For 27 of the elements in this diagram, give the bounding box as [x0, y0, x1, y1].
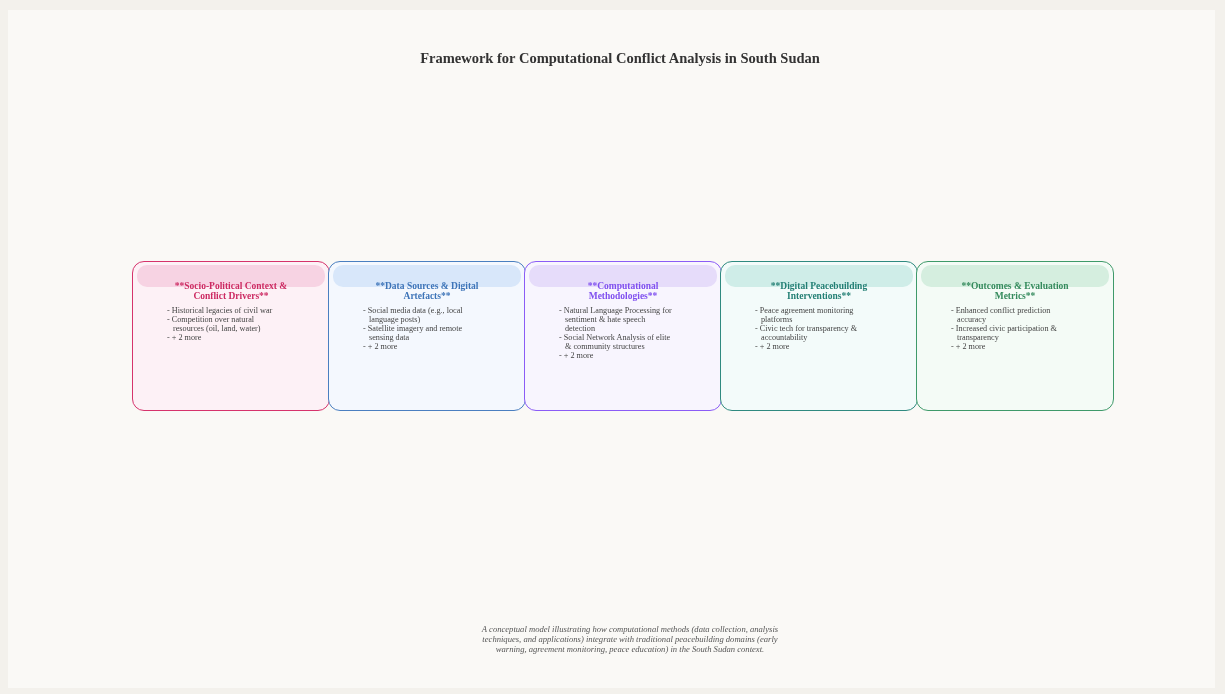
bullet-item: - Enhanced conflict prediction accuracy — [951, 306, 1052, 325]
bullet-item: - + 2 more — [363, 342, 399, 351]
card-heading: **Socio-Political Context & Conflict Drivers** — [173, 281, 289, 302]
stage-card — [328, 261, 526, 411]
stage-card — [720, 261, 918, 411]
bullet-item: - Social Network Analysis of elite & community structures — [559, 333, 672, 352]
card-heading: **Outcomes & Evaluation Metrics** — [960, 281, 1070, 302]
bullet-item: - Peace agreement monitoring platforms — [755, 306, 855, 325]
bullet-item: - Satellite imagery and remote sensing data — [363, 324, 464, 343]
stage-card — [916, 261, 1114, 411]
card-heading: **Data Sources & Digital Artefacts** — [374, 281, 480, 302]
bullet-item: - Social media data (e.g., local language posts) — [363, 306, 464, 325]
bullet-item: - Increased civic participation & transparency — [951, 324, 1058, 343]
bullet-item: - Competition over natural resources (oil, land, water) — [167, 315, 262, 334]
stage-card — [132, 261, 330, 411]
bullet-item: - Historical legacies of civil war — [167, 306, 274, 315]
stage-card — [524, 261, 722, 411]
caption: A conceptual model illustrating how computational methods (data collection, analysis techniques, and applications) integrate with traditional peacebuilding domains (early warning, agreement monitoring, peace education) in the South Sudan context. — [480, 625, 780, 655]
bullet-item: - Civic tech for transparency & accountability — [755, 324, 859, 343]
card-heading: **Computational Methodologies** — [586, 281, 660, 302]
bullet-item: - + 2 more — [755, 342, 791, 351]
bullet-item: - + 2 more — [167, 333, 203, 342]
bullet-item: - + 2 more — [951, 342, 987, 351]
bullet-item: - + 2 more — [559, 351, 595, 360]
card-heading: **Digital Peacebuilding Interventions** — [769, 281, 869, 302]
diagram-title: Framework for Computational Conflict Analysis in South Sudan — [420, 50, 820, 67]
bullet-item: - Natural Language Processing for sentiment & hate speech detection — [559, 306, 673, 334]
